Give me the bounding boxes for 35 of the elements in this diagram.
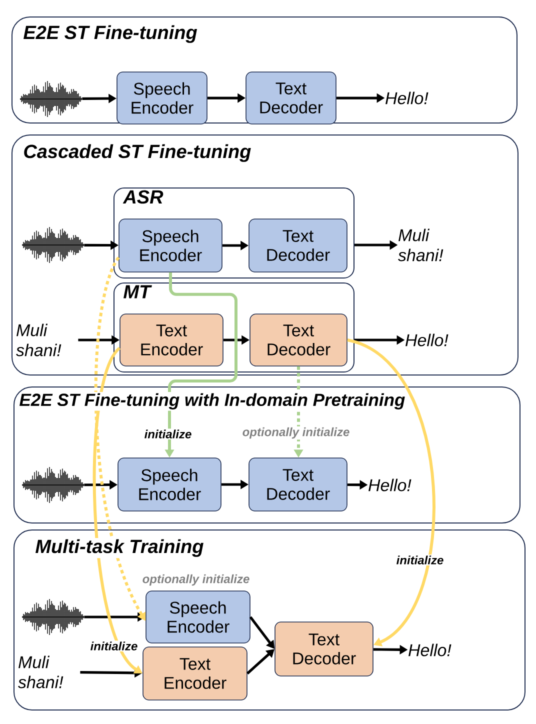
waveform-drawing (20, 80, 82, 118)
model-box: Text Decoder (250, 314, 348, 366)
sentence-text: Hello! (386, 92, 428, 104)
sentence-text: Muli shani! (18, 656, 64, 688)
model-box: Speech Encoder (118, 458, 222, 512)
edge-label: initialize (143, 428, 193, 440)
panel-title: Multi-task Training (36, 539, 204, 557)
module-title: ASR (122, 190, 164, 204)
model-box: Text Decoder (248, 218, 348, 272)
model-box: Text Decoder (246, 72, 336, 124)
edge-label: initialize (395, 554, 445, 566)
module-title: MT (124, 285, 152, 298)
model-box: Text Decoder (248, 458, 348, 512)
model-box: Speech Encoder (146, 590, 250, 644)
panel-title: E2E ST Fine-tuning with In-domain Pretraining (20, 393, 405, 410)
arrow (346, 338, 436, 646)
sentence-text: Hello! (408, 644, 452, 656)
edge-label: optionally initialize (241, 426, 351, 440)
edge-label: initialize (89, 640, 139, 652)
panel-title: Cascaded ST Fine-tuning (24, 144, 251, 162)
sentence-text: Muli shani! (398, 228, 444, 262)
waveform-drawing (22, 226, 84, 264)
model-box: Text Encoder (142, 646, 248, 700)
panel-title: E2E ST Fine-tuning (24, 25, 198, 43)
model-box: Text Decoder (274, 622, 374, 676)
sentence-text: Muli shani! (16, 324, 62, 356)
sentence-text: Hello! (406, 334, 448, 346)
model-box: Text Encoder (120, 314, 224, 366)
arrow (246, 649, 274, 674)
sentence-text: Hello! (368, 478, 412, 492)
waveform-drawing (22, 598, 84, 636)
edge-label: optionally initialize (141, 573, 251, 587)
model-box: Speech Encoder (118, 218, 222, 272)
model-box: Speech Encoder (116, 72, 208, 124)
waveform-drawing (22, 466, 84, 504)
